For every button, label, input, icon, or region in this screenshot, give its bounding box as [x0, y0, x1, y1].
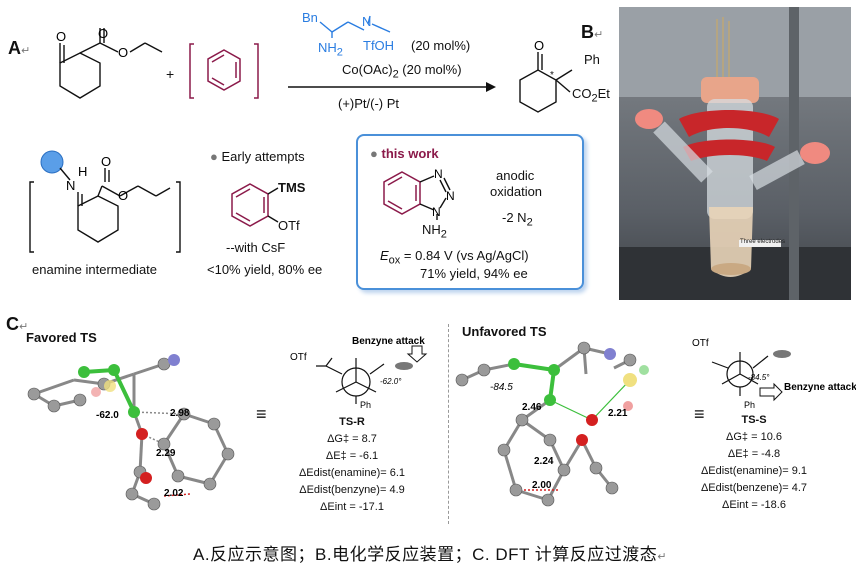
- minus-n2-label: -2 N2: [502, 210, 533, 229]
- unfavored-ts-model: -84.5 2.46 2.21 2.24 2.00: [455, 341, 649, 507]
- this-work-box: [356, 134, 584, 290]
- figure-caption: A.反应示意图；B.电化学反应装置；C. DFT 计算反应过渡态↵: [192, 545, 668, 564]
- favored-ts-model: -62.0 2.98 2.29 2.02: [27, 354, 235, 511]
- panel-c-letter: C↵: [6, 314, 29, 334]
- electrodes-label: (+)Pt/(-) Pt: [338, 96, 400, 111]
- photo-label: Three electrodes: [740, 239, 786, 245]
- anodic-label: anodic: [496, 168, 535, 183]
- aminobenzotriazole-structure: N N N: [383, 167, 455, 220]
- ts-r-int: ΔEint = -17.1: [320, 501, 384, 513]
- product-ph: Ph: [584, 52, 600, 67]
- ts-r-de: ΔE‡ = -6.1: [325, 450, 379, 462]
- newman-projection-r: OTf Ph -62.0° Benzyne attack: [290, 336, 428, 410]
- ts-r-dist-enamine: ΔEdist(enamine)= 6.1: [298, 467, 406, 479]
- favored-ts-title: Favored TS: [26, 330, 97, 345]
- otf-r: OTf: [290, 352, 307, 363]
- enamine-o2: O: [118, 188, 128, 203]
- aryne-precursor-structure: [231, 183, 279, 227]
- oxidation-potential: Eox = 0.84 V (vs Ag/AgCl): [380, 248, 529, 267]
- ts-s-dist-enamine: ΔEdist(enamine)= 9.1: [700, 465, 808, 477]
- enamine-intermediate-structure: N H O O: [29, 150, 181, 253]
- reaction-arrow: [288, 82, 496, 92]
- panel-c-divider: [448, 324, 449, 524]
- reactor-illustration: [619, 7, 851, 300]
- early-result: <10% yield, 80% ee: [207, 262, 323, 277]
- cobalt-cocatalyst: Co(OAc)2 (20 mol%): [342, 62, 462, 81]
- this-work-title: ● this work: [370, 146, 439, 161]
- favored-distance-3: 2.02: [164, 488, 184, 499]
- catalyst-bn: Bn: [302, 10, 318, 25]
- ts-s-dg: ΔG‡ = 10.6: [726, 431, 782, 443]
- ts-s-de: ΔE‡ = -4.8: [727, 448, 781, 460]
- otf-s: OTf: [692, 338, 709, 349]
- catalyst-n: N: [362, 14, 371, 29]
- product-o: O: [534, 38, 544, 53]
- enamine-n: N: [66, 178, 75, 193]
- favored-distance-1: 2.98: [170, 408, 190, 419]
- favored-distance-2: 2.29: [156, 448, 176, 459]
- ts-s-int: ΔEint = -18.6: [722, 499, 786, 511]
- ts-r-dg: ΔG‡ = 8.7: [327, 433, 377, 445]
- panel-a-letter: A↵: [8, 38, 31, 58]
- plus-sign: +: [166, 66, 175, 82]
- sm-ester-o: O: [98, 28, 108, 41]
- otf-label: OTf: [278, 218, 300, 233]
- triazole-nh2: NH2: [422, 222, 447, 241]
- unfavored-distance-3: 2.24: [534, 456, 554, 467]
- ts-r-data: TS-R ΔG‡ = 8.7 ΔE‡ = -6.1 ΔEdist(enamine…: [292, 414, 412, 516]
- unfavored-distance-4: 2.00: [532, 480, 552, 491]
- sm-ester-o2: O: [118, 45, 128, 60]
- enamine-o: O: [101, 154, 111, 169]
- triazole-n2: N: [446, 189, 455, 203]
- this-work-result: 71% yield, 94% ee: [420, 266, 528, 281]
- unfavored-angle: -84.5: [490, 382, 513, 393]
- catalyst-loading: (20 mol%): [411, 38, 471, 53]
- equivalence-symbol-r: ≡: [256, 404, 267, 424]
- enamine-h: H: [78, 164, 87, 179]
- catalyst-nh2: NH2: [318, 40, 343, 59]
- panel-b-letter: B↵: [581, 22, 604, 42]
- enamine-label: enamine intermediate: [32, 262, 158, 277]
- ts-r-name: TS-R: [339, 416, 365, 428]
- equivalence-symbol-s: ≡: [694, 404, 705, 424]
- ts-s-name: TS-S: [741, 414, 767, 426]
- unfavored-ts-title: Unfavored TS: [462, 324, 547, 339]
- amine-catalyst-structure: N: [319, 14, 391, 38]
- newman-projection-s: OTf Ph -84.5° Benzyne attack: [692, 338, 856, 410]
- tms-label: TMS: [278, 180, 306, 195]
- sm-ketone-o: O: [56, 29, 66, 44]
- unfavored-distance-1: 2.46: [522, 402, 542, 413]
- benzyne-attack-r: Benzyne attack: [352, 336, 425, 347]
- electrochemical-setup-photo: Three electrodes: [619, 7, 851, 300]
- early-attempts-title: ● Early attempts: [210, 149, 305, 164]
- ts-r-dist-benzene: ΔEdist(benzyne)= 4.9: [299, 484, 405, 496]
- product-structure: O *: [519, 38, 573, 113]
- starting-ketoester-structure: O O O: [56, 28, 163, 99]
- ph-r: Ph: [360, 400, 371, 410]
- newman-angle-s: -84.5°: [748, 373, 770, 382]
- catalyst-tfoh: TfOH: [363, 38, 395, 53]
- unfavored-distance-2: 2.21: [608, 408, 628, 419]
- ph-s: Ph: [744, 400, 755, 410]
- favored-angle: -62.0: [96, 410, 119, 421]
- ts-s-dist-benzene: ΔEdist(benzene)= 4.7: [700, 482, 808, 494]
- with-csf-label: --with CsF: [226, 240, 286, 255]
- ts-s-data: TS-S ΔG‡ = 10.6 ΔE‡ = -4.8 ΔEdist(enamin…: [694, 412, 814, 514]
- oxidation-label: oxidation: [490, 184, 543, 199]
- benzyne-structure: [189, 43, 259, 99]
- svg-text:*: *: [550, 70, 554, 81]
- triazole-n1: N: [434, 167, 443, 181]
- newman-angle-r: -62.0°: [380, 377, 402, 386]
- product-co2et: CO2Et: [572, 86, 610, 105]
- triazole-n3: N: [432, 205, 441, 219]
- benzyne-attack-s: Benzyne attack: [784, 382, 856, 393]
